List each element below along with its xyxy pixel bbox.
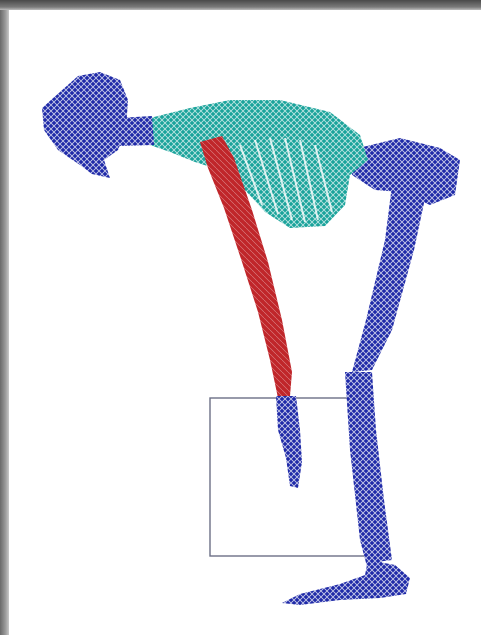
- ribcage: [150, 100, 368, 228]
- foot: [282, 560, 410, 605]
- skull: [42, 72, 128, 178]
- hand: [276, 396, 302, 488]
